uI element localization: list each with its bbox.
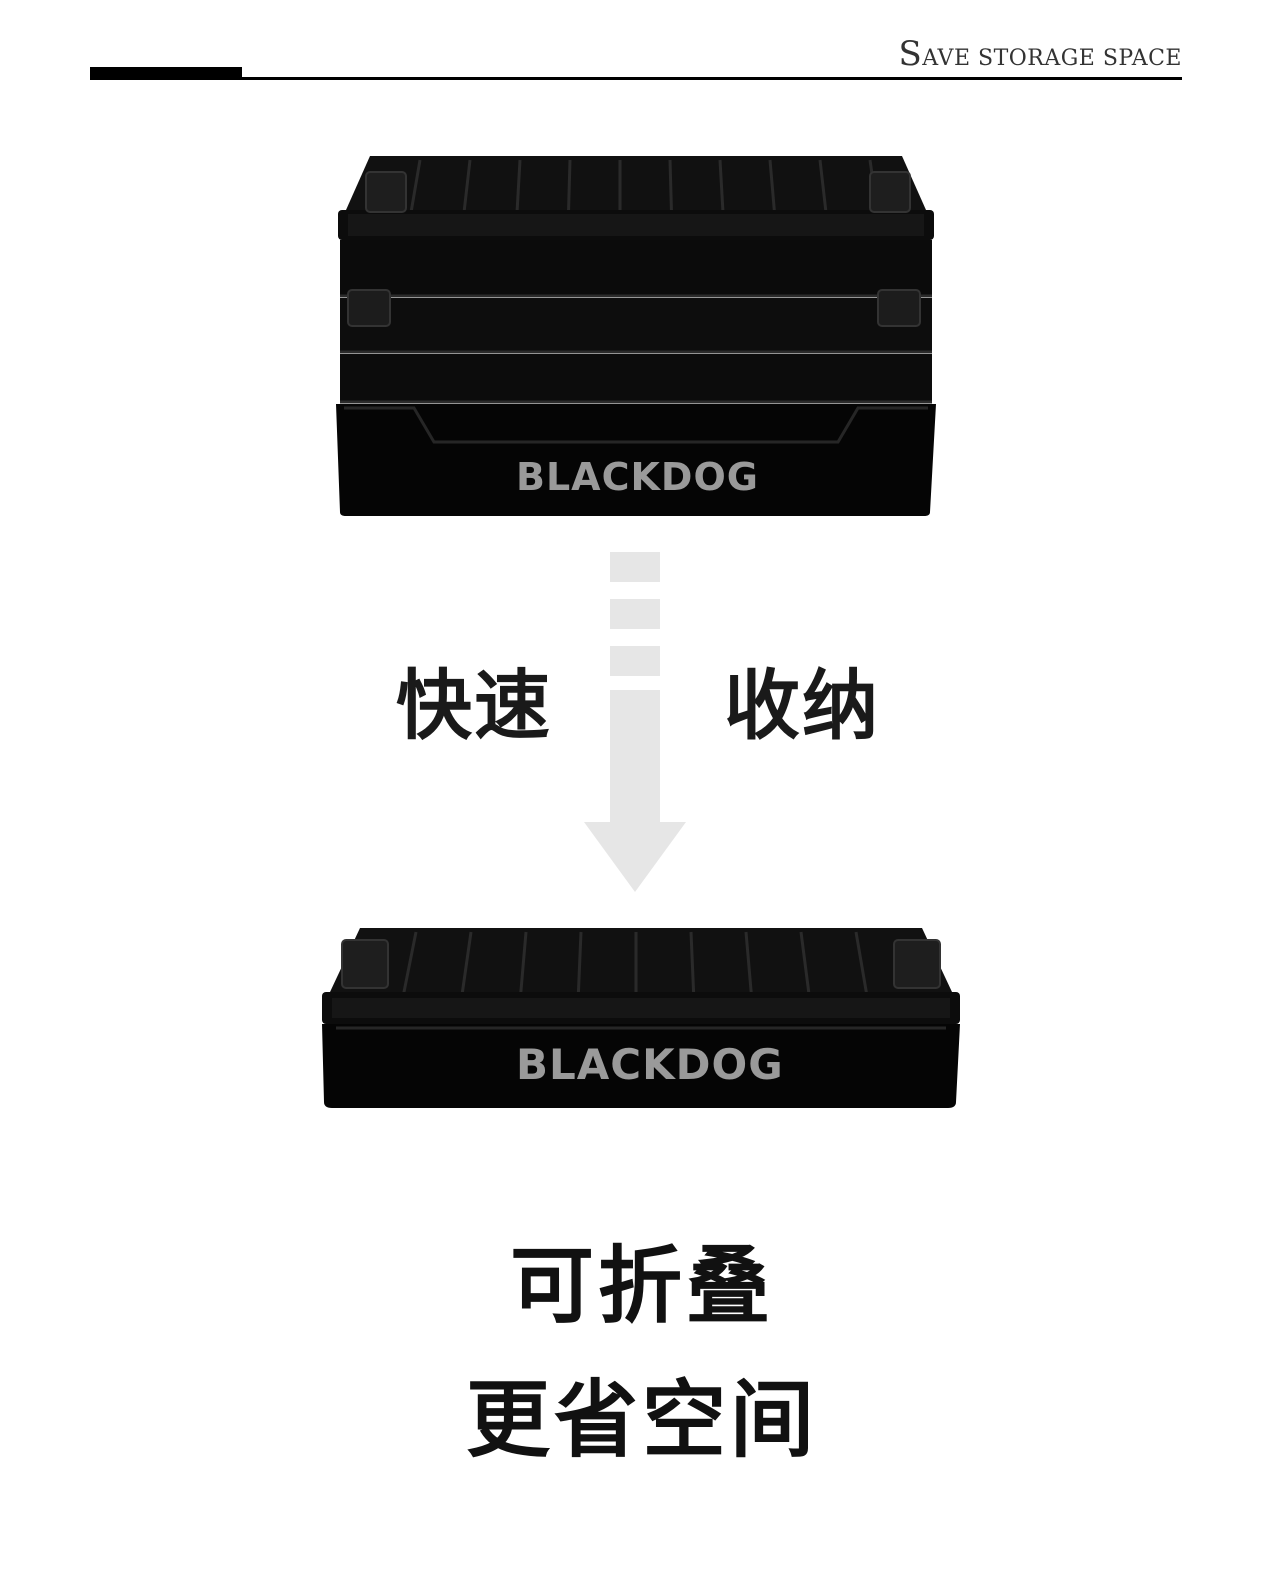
header-accent-bar [90, 67, 242, 80]
header-divider [90, 77, 1182, 80]
folded-storage-box [322, 928, 960, 1108]
expanded-storage-box [336, 156, 936, 516]
caption-foldable: 可折叠 [509, 1237, 774, 1335]
expanded-box-brand: BLACKDOG [516, 455, 759, 499]
label-quick: 快速 [396, 661, 552, 750]
folded-box-brand: BLACKDOG [516, 1040, 784, 1089]
down-arrow-icon [584, 552, 686, 892]
header-title: SAVE STORAGE SPACE [898, 34, 1182, 74]
label-storage: 收纳 [724, 661, 880, 750]
caption-save-space: 更省空间 [465, 1371, 818, 1469]
